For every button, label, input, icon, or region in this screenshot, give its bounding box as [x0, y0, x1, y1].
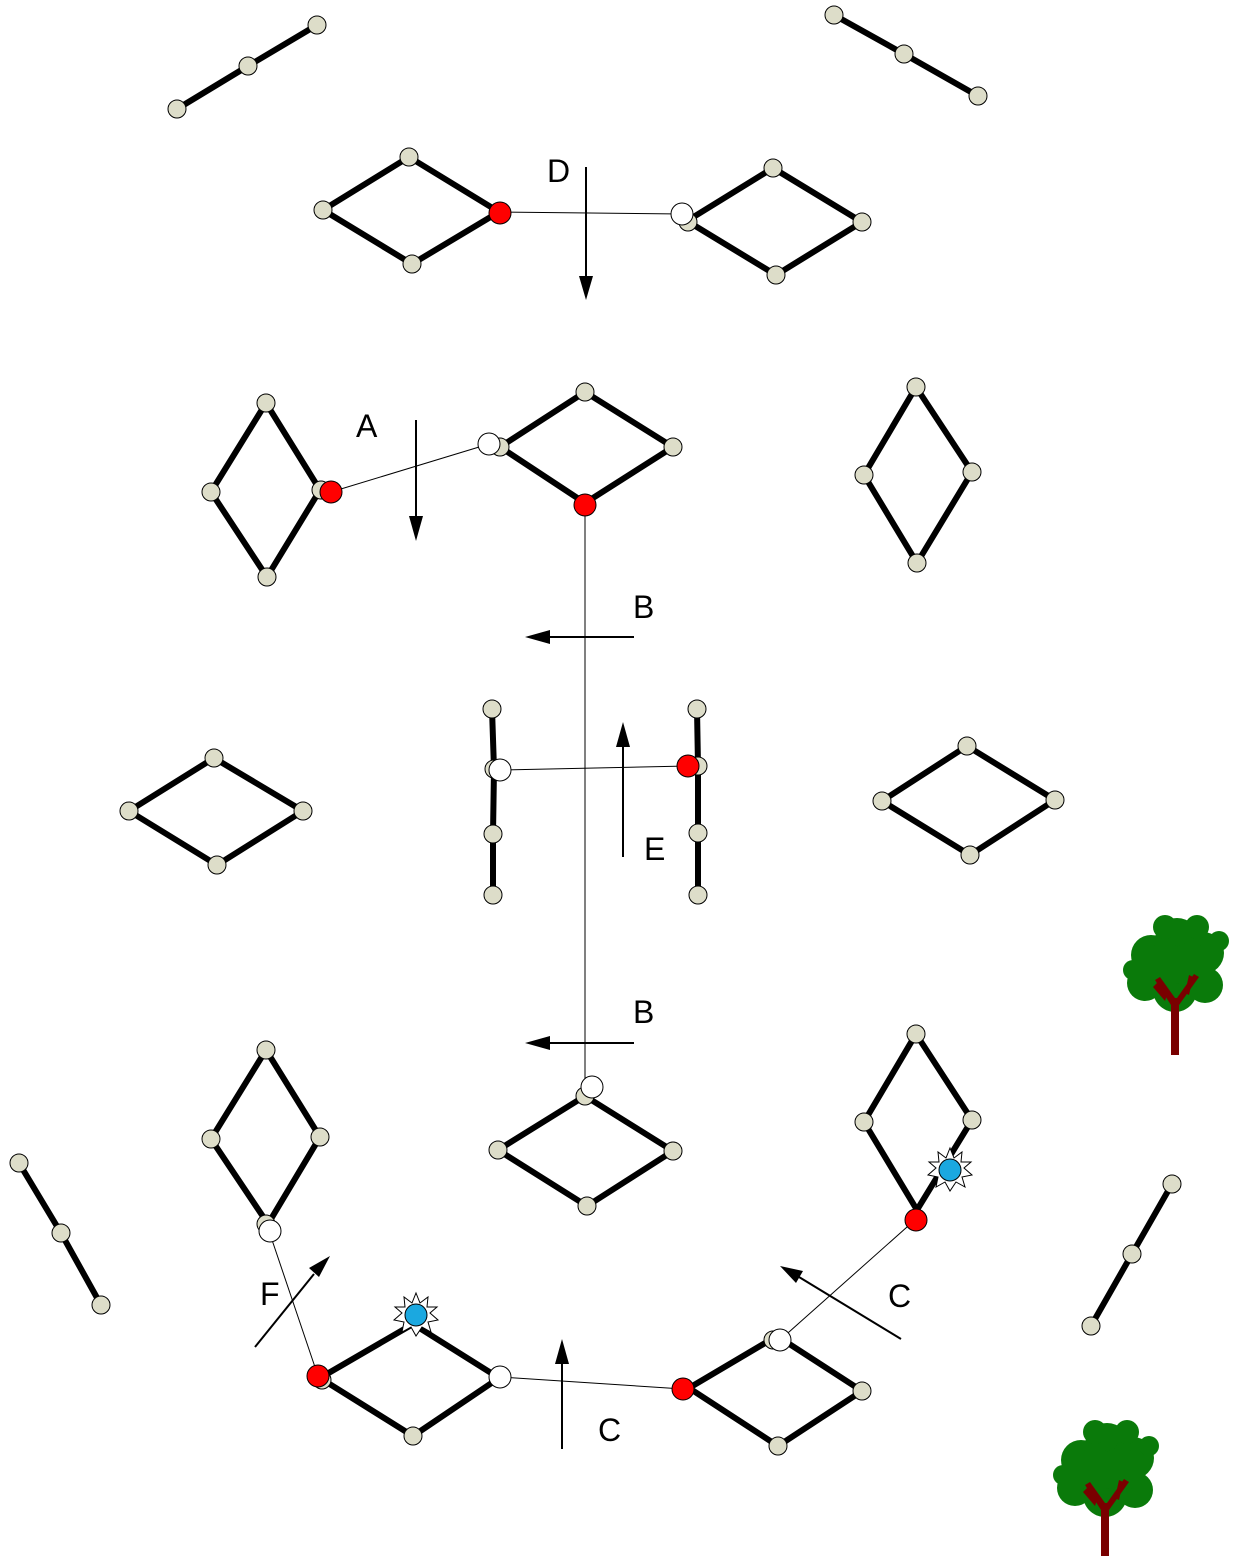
open-node [670, 202, 694, 226]
active-node [573, 493, 597, 517]
active-node [306, 1364, 330, 1388]
open-node [488, 1365, 512, 1389]
active-node [904, 1208, 928, 1232]
label-a: A [356, 408, 378, 444]
ring-low-center [488, 1086, 683, 1216]
label-d: D [547, 153, 570, 189]
chain-low-left [9, 1153, 111, 1315]
arrow-b-lower [525, 1036, 634, 1050]
label-b-upper: B [633, 589, 654, 625]
open-node [477, 432, 501, 456]
open-node [768, 1328, 792, 1352]
chain-low-right [1081, 1174, 1182, 1336]
connector-e [499, 765, 689, 771]
active-node [671, 1377, 695, 1401]
connector-d [499, 211, 683, 215]
ring-top-left [313, 147, 505, 274]
sun-icon [926, 1146, 974, 1192]
connector-f [268, 1230, 319, 1377]
connector-a [330, 443, 490, 493]
arrow-a [409, 420, 423, 541]
ring-mid-left [119, 748, 313, 875]
chain-mid-left-vertical [482, 699, 504, 905]
arrow-c-upper [780, 1266, 902, 1340]
label-c-upper: C [888, 1278, 911, 1314]
ring-bottom-right [683, 1330, 872, 1456]
connector-c-lower [499, 1376, 684, 1390]
active-node [319, 480, 343, 504]
arrow-d [579, 167, 593, 300]
ring-a-center [490, 382, 683, 507]
arrow-b-upper [525, 630, 634, 644]
tree-icon [1123, 915, 1229, 1055]
chain-top-left [167, 15, 327, 119]
ring-top-right [678, 158, 872, 285]
label-c-lower: C [598, 1412, 621, 1448]
arrow-c-lower [555, 1339, 569, 1449]
arrow-e [616, 722, 630, 857]
ring-bottom-left [312, 1320, 509, 1446]
chain-top-right [824, 5, 988, 106]
connector-c-upper [779, 1218, 917, 1341]
sun-icon [392, 1291, 440, 1337]
active-node [488, 201, 512, 225]
ring-a-right [854, 377, 982, 573]
label-b-lower: B [633, 994, 654, 1030]
active-node [676, 754, 700, 778]
ring-a-left [201, 393, 331, 587]
chain-mid-right-vertical [687, 699, 708, 905]
arrow-f [254, 1256, 330, 1348]
tree-icon [1053, 1420, 1159, 1556]
ring-mid-right [872, 736, 1065, 865]
ring-low-left [201, 1040, 330, 1234]
open-node [580, 1075, 604, 1099]
open-node [258, 1219, 282, 1243]
label-f: F [260, 1276, 280, 1312]
open-node [488, 758, 512, 782]
label-e: E [644, 831, 665, 867]
